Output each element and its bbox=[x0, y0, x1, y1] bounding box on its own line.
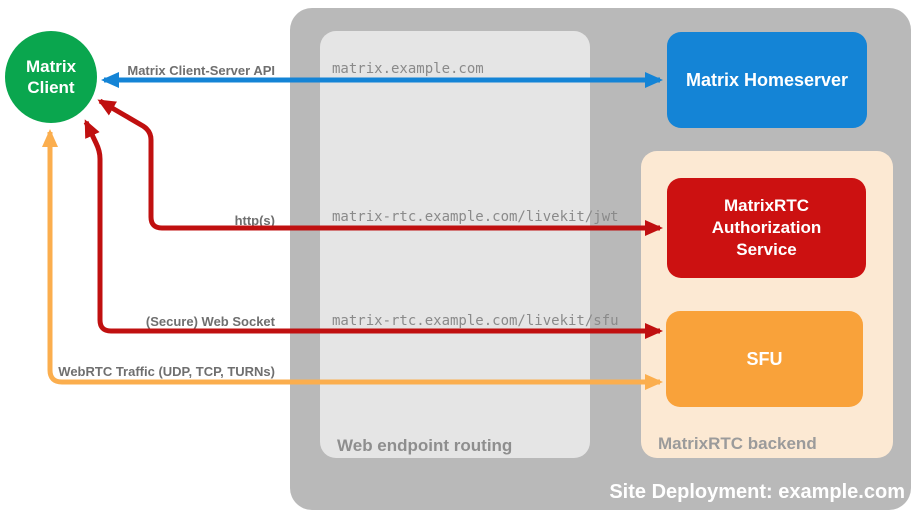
matrixrtc-backend-label: MatrixRTC backend bbox=[658, 434, 817, 453]
matrixrtc-auth-service-node: MatrixRTC Authorization Service bbox=[667, 178, 866, 278]
sfu-node: SFU bbox=[666, 311, 863, 407]
endpoint-url-livekit-sfu: matrix-rtc.example.com/livekit/sfu bbox=[332, 313, 619, 329]
web-endpoint-routing-panel bbox=[320, 31, 590, 458]
web-socket-label: (Secure) Web Socket bbox=[145, 314, 275, 329]
matrixrtc-auth-service-label: MatrixRTC Authorization Service bbox=[711, 195, 822, 260]
matrix-client-label: Matrix Client bbox=[25, 56, 77, 97]
client-server-api-label: Matrix Client-Server API bbox=[127, 63, 275, 78]
sfu-label: SFU bbox=[746, 348, 783, 369]
endpoint-url-livekit-jwt: matrix-rtc.example.com/livekit/jwt bbox=[332, 209, 619, 225]
site-deployment-title: Site Deployment: example.com bbox=[609, 481, 905, 503]
matrix-homeserver-node: Matrix Homeserver bbox=[667, 32, 867, 128]
matrix-client-node: Matrix Client bbox=[5, 31, 97, 123]
https-label: http(s) bbox=[234, 213, 275, 228]
endpoint-url-homeserver: matrix.example.com bbox=[332, 61, 484, 77]
matrix-homeserver-label: Matrix Homeserver bbox=[685, 69, 849, 90]
webrtc-traffic-label: WebRTC Traffic (UDP, TCP, TURNs) bbox=[58, 364, 275, 379]
web-endpoint-routing-label: Web endpoint routing bbox=[337, 436, 513, 455]
